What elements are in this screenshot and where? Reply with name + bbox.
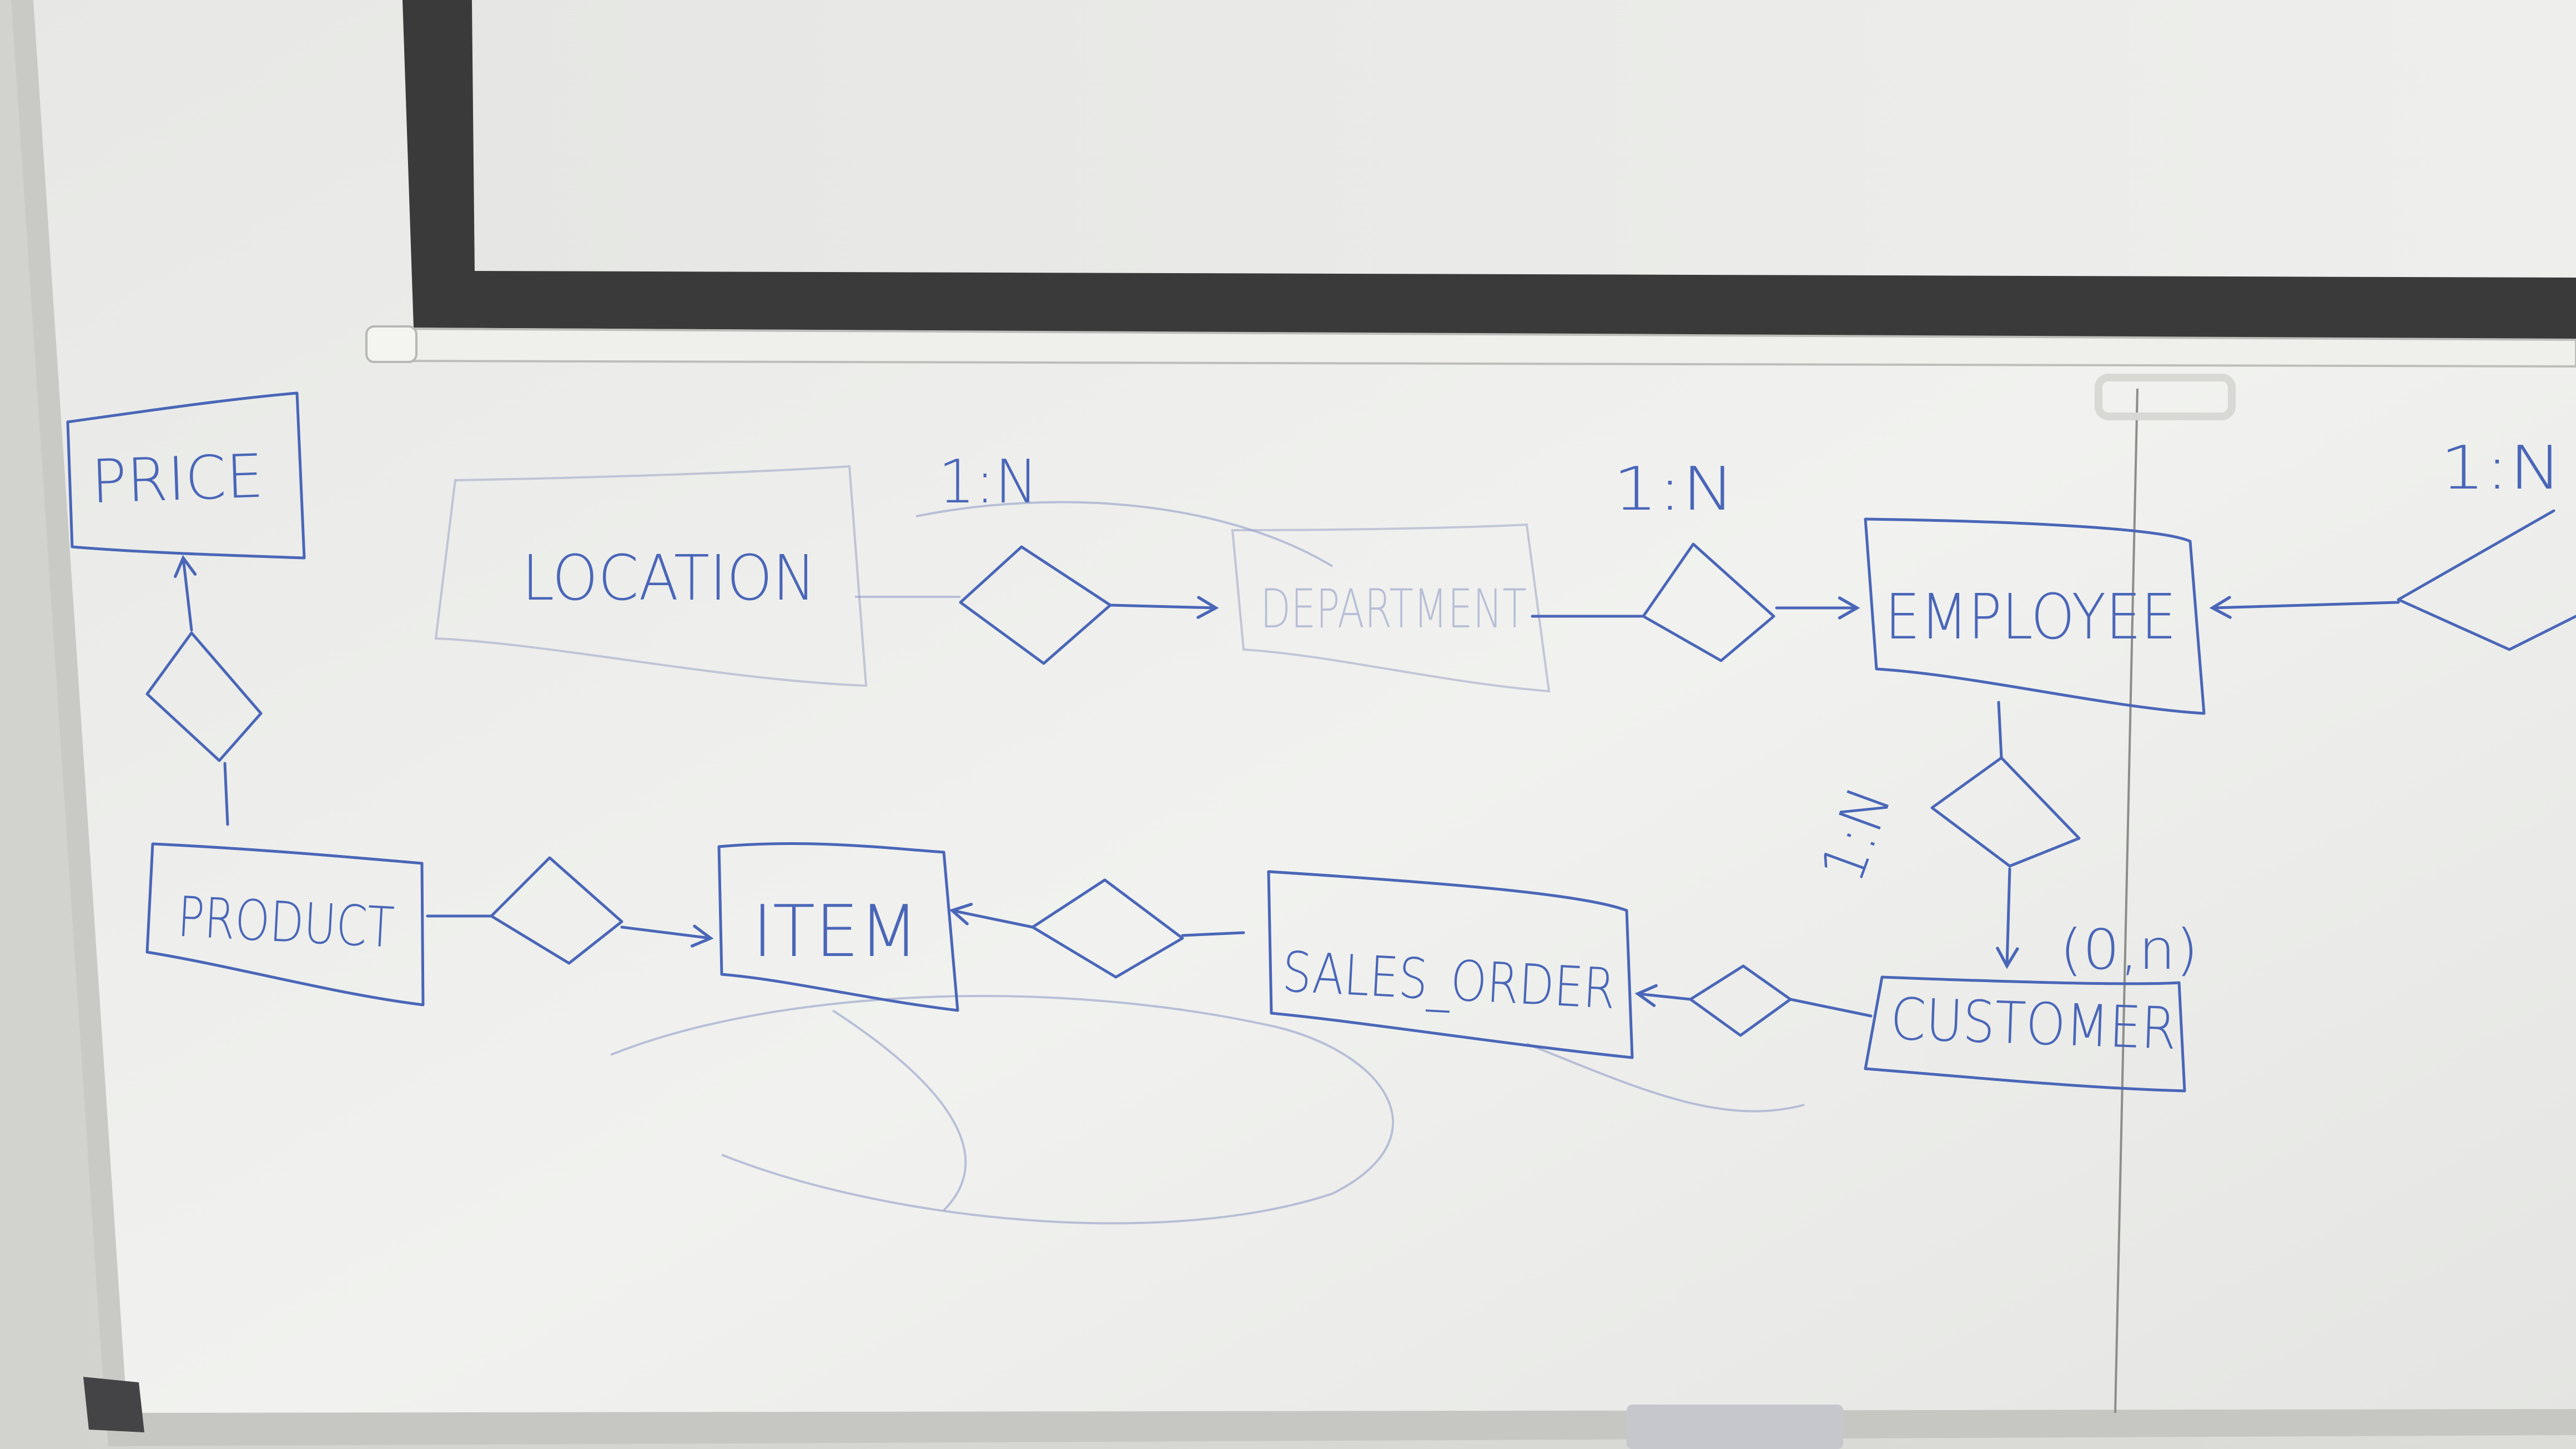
entity-location-label: LOCATION [522, 542, 816, 615]
entity-department: DEPARTMENT [1231, 523, 1551, 693]
entity-employee-label: EMPLOYEE [1885, 581, 2176, 653]
entity-customer: CUSTOMER [1864, 975, 2186, 1093]
connectors [174, 555, 2400, 1018]
cardinality-far-right: 1:N [2440, 434, 2562, 503]
relationship-product-price [145, 631, 263, 762]
entity-customer-label: CUSTOMER [1889, 985, 2177, 1063]
relationship-employee-customer [1930, 756, 2081, 868]
eraser [1627, 1405, 1843, 1449]
connector-employee-diamond [1997, 701, 2003, 759]
relationship-far-right [2397, 509, 2576, 651]
cardinality-labels: 1:N 1:N 1:N 1:N (0,n) [938, 434, 2562, 982]
cardinality-customer-participation: (0,n) [2060, 917, 2198, 982]
cardinality-department-employee: 1:N [1613, 455, 1735, 524]
cardinality-location-department: 1:N [938, 447, 1038, 517]
connector-diamond-customer [1996, 867, 2019, 969]
relationship-item-sales-order [1031, 878, 1184, 979]
screen-surface [472, 0, 2576, 278]
corner-clip [83, 1377, 144, 1432]
relationships [145, 509, 2576, 1037]
connector-sales-order-diamond [1181, 931, 1245, 937]
projector-cord [2114, 388, 2139, 1413]
relationship-product-item [490, 856, 623, 965]
projector-screen [365, 0, 2576, 420]
connector-diamond-department [1109, 596, 1219, 619]
entity-price-label: PRICE [90, 442, 264, 517]
relationship-sales-order-customer [1689, 964, 1792, 1037]
connector-customer-diamond [1789, 998, 1873, 1018]
connector-diamond-item-arrow [949, 903, 1034, 929]
connector-diamond-item [620, 924, 714, 948]
roller-end-cap [365, 325, 417, 363]
entity-item-label: ITEM [752, 890, 919, 973]
entity-price: PRICE [66, 391, 306, 560]
entity-location: LOCATION [434, 465, 868, 687]
entity-product: PRODUCT [145, 842, 425, 1007]
entity-item: ITEM [717, 842, 959, 1012]
pull-handle [2095, 374, 2236, 420]
connector-diamond-sales-order [1634, 984, 1692, 1007]
whiteboard-bottom-rail [105, 1409, 2576, 1446]
entity-employee: EMPLOYEE [1864, 517, 2206, 715]
whiteboard-left-frame [11, 0, 128, 1421]
entity-department-label: DEPARTMENT [1260, 578, 1527, 640]
relationship-department-employee [1642, 542, 1775, 662]
relationship-location-department [959, 545, 1112, 665]
connector-far-right-employee [2209, 596, 2400, 619]
connector-product-diamond-price [223, 762, 229, 826]
connector-diamond-price-arrow [174, 555, 197, 632]
entity-product-label: PRODUCT [176, 884, 396, 960]
